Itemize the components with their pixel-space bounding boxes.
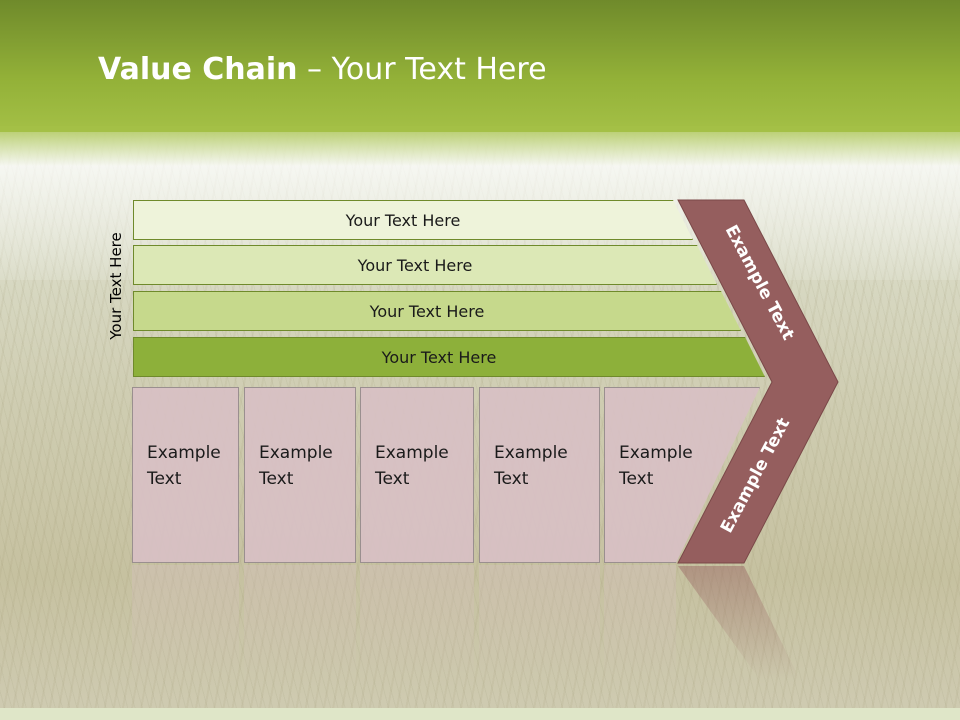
slide-title: Value Chain – Your Text Here bbox=[98, 52, 547, 87]
box-5-line1: Example bbox=[619, 443, 693, 463]
box-4-reflection bbox=[479, 565, 600, 685]
bar-2: Your Text Here bbox=[133, 245, 717, 285]
bar-1: Your Text Here bbox=[133, 200, 693, 240]
bar-4: Your Text Here bbox=[133, 337, 765, 377]
box-5-line2: Text bbox=[619, 469, 654, 489]
box-3-line2: Text bbox=[375, 469, 410, 489]
bottom-strip bbox=[0, 708, 960, 720]
box-2-line2: Text bbox=[259, 469, 294, 489]
box-3-reflection bbox=[360, 565, 474, 685]
bar-2-label: Your Text Here bbox=[357, 255, 473, 275]
box-4-line2: Text bbox=[494, 469, 529, 489]
chevron-reflection bbox=[678, 566, 800, 680]
box-3-line1: Example bbox=[375, 443, 449, 463]
box-2-line1: Example bbox=[259, 443, 333, 463]
box-1-line1: Example bbox=[147, 443, 221, 463]
box-1-line2: Text bbox=[147, 469, 182, 489]
header-band bbox=[0, 0, 960, 132]
bar-3-label: Your Text Here bbox=[369, 301, 485, 321]
bar-3: Your Text Here bbox=[133, 291, 741, 331]
chevron-arrow bbox=[677, 199, 839, 564]
box-5-reflection bbox=[604, 565, 676, 685]
bar-1-label: Your Text Here bbox=[345, 210, 461, 230]
box-4-line1: Example bbox=[494, 443, 568, 463]
title-rest: – Your Text Here bbox=[297, 52, 547, 87]
box-1-reflection bbox=[132, 565, 239, 685]
title-bold: Value Chain bbox=[98, 52, 298, 87]
header-fade bbox=[0, 126, 960, 166]
box-2-reflection bbox=[244, 565, 356, 685]
bar-4-label: Your Text Here bbox=[381, 347, 497, 367]
